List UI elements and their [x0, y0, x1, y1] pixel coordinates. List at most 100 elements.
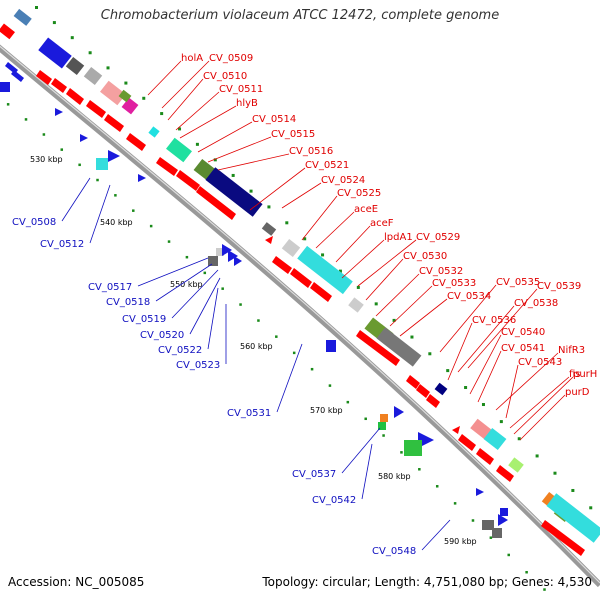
gene-feature[interactable] [378, 422, 386, 430]
gene-arrow[interactable] [108, 150, 120, 162]
gene-feature[interactable] [0, 23, 15, 40]
gene-feature[interactable] [492, 528, 502, 538]
gene-feature[interactable] [118, 89, 132, 103]
gene-arrow[interactable] [156, 157, 178, 176]
gene-arrow[interactable] [416, 384, 430, 398]
gene-label[interactable]: fis [569, 369, 581, 380]
gene-feature[interactable] [281, 238, 301, 258]
gene-feature[interactable] [508, 457, 524, 473]
gene-label[interactable]: CV_0539 [537, 281, 581, 292]
gene-arrow[interactable] [138, 174, 146, 182]
gene-feature[interactable] [326, 340, 336, 352]
gene-label[interactable]: CV_0521 [305, 160, 349, 171]
gene-arrow[interactable] [458, 434, 476, 451]
gene-arrow[interactable] [406, 375, 420, 389]
gene-label[interactable]: purH [573, 369, 597, 380]
gene-arrow[interactable] [290, 268, 312, 288]
gene-arrow[interactable] [196, 186, 236, 220]
gene-label[interactable]: holA [181, 53, 203, 64]
gene-feature[interactable] [65, 56, 85, 76]
gene-label[interactable]: CV_0515 [271, 129, 315, 140]
gene-label[interactable]: CV_0514 [252, 114, 296, 125]
gene-arrow[interactable] [426, 394, 440, 408]
gene-arrow[interactable] [55, 108, 63, 116]
gene-arrow[interactable] [452, 426, 460, 434]
gene-feature[interactable] [83, 66, 103, 86]
gene-label[interactable]: CV_0525 [337, 188, 381, 199]
gene-label[interactable]: CV_0536 [472, 315, 516, 326]
gene-feature[interactable] [96, 158, 108, 170]
gene-feature[interactable] [0, 82, 10, 92]
gene-arrow[interactable] [222, 244, 232, 256]
gene-label[interactable]: purD [565, 387, 590, 398]
gene-feature[interactable] [297, 245, 353, 295]
gene-label[interactable]: CV_0541 [501, 343, 545, 354]
gene-label[interactable]: CV_0512 [40, 239, 84, 250]
gene-label[interactable]: CV_0517 [88, 282, 132, 293]
gene-label[interactable]: CV_0529 [416, 232, 460, 243]
gene-feature[interactable] [38, 37, 72, 69]
gene-label[interactable]: CV_0548 [372, 546, 416, 557]
gene-label[interactable]: CV_0535 [496, 277, 540, 288]
gene-label[interactable]: CV_0518 [106, 297, 150, 308]
gene-label[interactable]: CV_0510 [203, 71, 247, 82]
gene-feature[interactable] [348, 297, 364, 313]
gene-arrow[interactable] [356, 330, 400, 366]
gene-feature[interactable] [546, 493, 600, 543]
gene-feature[interactable] [470, 418, 492, 440]
gene-label[interactable]: CV_0522 [158, 345, 202, 356]
gene-feature[interactable] [376, 327, 422, 367]
gene-feature[interactable] [434, 382, 448, 396]
gene-arrow[interactable] [265, 236, 273, 244]
gene-label[interactable]: CV_0537 [292, 469, 336, 480]
gene-arrow[interactable] [104, 114, 124, 132]
gene-label[interactable]: CV_0524 [321, 175, 365, 186]
gene-feature[interactable] [205, 167, 263, 217]
gene-arrow[interactable] [11, 70, 24, 82]
gene-arrow[interactable] [541, 520, 585, 556]
gene-arrow[interactable] [51, 78, 67, 93]
gene-feature[interactable] [380, 414, 388, 422]
gene-arrow[interactable] [496, 465, 514, 482]
gene-label[interactable]: hlyB [236, 98, 258, 109]
gene-label[interactable]: CV_0538 [514, 298, 558, 309]
gene-feature[interactable] [166, 137, 192, 163]
gene-label[interactable]: CV_0542 [312, 495, 356, 506]
gene-arrow[interactable] [176, 170, 200, 191]
gene-arrow[interactable] [310, 282, 332, 302]
gene-label[interactable]: CV_0516 [289, 146, 333, 157]
gene-label[interactable]: CV_0520 [140, 330, 184, 341]
gene-feature[interactable] [482, 520, 494, 530]
gene-label[interactable]: CV_0519 [122, 314, 166, 325]
gene-feature[interactable] [148, 126, 160, 138]
gene-feature[interactable] [216, 248, 224, 256]
gene-feature[interactable] [100, 80, 126, 106]
gene-label[interactable]: CV_0530 [403, 251, 447, 262]
gene-arrow[interactable] [394, 406, 404, 418]
gene-label[interactable]: aceF [370, 218, 394, 229]
gene-label[interactable]: CV_0523 [176, 360, 220, 371]
gene-arrow[interactable] [86, 100, 106, 118]
gene-label[interactable]: lpdA1 [384, 232, 413, 243]
gene-arrow[interactable] [272, 256, 292, 274]
gene-feature[interactable] [13, 8, 32, 26]
gene-arrow[interactable] [80, 134, 88, 142]
gene-label[interactable]: CV_0508 [12, 217, 56, 228]
gene-label[interactable]: CV_0532 [419, 266, 463, 277]
gene-arrow[interactable] [66, 88, 84, 105]
gene-label[interactable]: CV_0540 [501, 327, 545, 338]
gene-arrow[interactable] [36, 70, 52, 85]
gene-label[interactable]: CV_0543 [518, 357, 562, 368]
gene-arrow[interactable] [228, 250, 238, 262]
gene-feature[interactable] [121, 97, 139, 115]
gene-arrow[interactable] [476, 488, 484, 496]
gene-label[interactable]: CV_0531 [227, 408, 271, 419]
gene-label[interactable]: CV_0533 [432, 278, 476, 289]
gene-label[interactable]: NifR3 [558, 345, 585, 356]
gene-arrow[interactable] [498, 514, 508, 526]
gene-arrow[interactable] [476, 448, 494, 465]
gene-label[interactable]: CV_0511 [219, 84, 263, 95]
gene-feature[interactable] [208, 256, 218, 266]
gene-label[interactable]: aceE [354, 204, 378, 215]
gene-feature[interactable] [404, 440, 422, 456]
